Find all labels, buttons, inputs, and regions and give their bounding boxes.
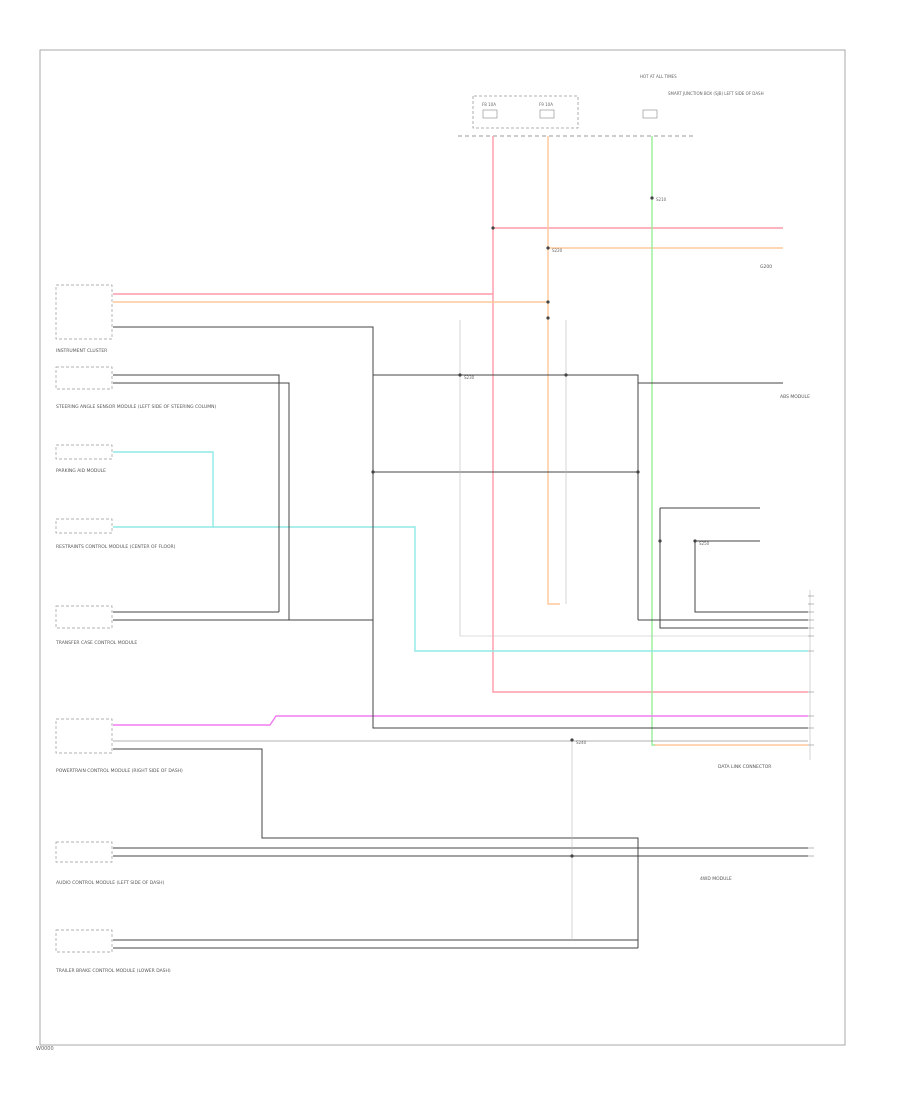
label-transmission-control-module: TRANSFER CASE CONTROL MODULE bbox=[55, 640, 137, 646]
instrument-cluster-box bbox=[55, 284, 113, 340]
label-steering-angle-sensor: STEERING ANGLE SENSOR MODULE (LEFT SIDE … bbox=[56, 404, 217, 410]
label-ground-g200: G200 bbox=[760, 264, 772, 270]
parking-aid-box bbox=[55, 444, 113, 460]
fuse-block-label: HOT AT ALL TIMES bbox=[640, 74, 677, 79]
powertrain-box bbox=[55, 718, 113, 754]
label-splice-s220: S220 bbox=[552, 248, 563, 253]
footer-code: W0000 bbox=[36, 1046, 54, 1052]
label-four-wd-module: 4WD MODULE bbox=[700, 876, 732, 882]
dark-wires bbox=[113, 326, 808, 949]
splice-dots bbox=[371, 196, 697, 858]
transfer-case-box bbox=[55, 605, 113, 629]
colored-wires bbox=[113, 136, 808, 746]
label-splice-s230: S230 bbox=[464, 375, 475, 380]
label-data-link-connector: DATA LINK CONNECTOR bbox=[718, 764, 771, 770]
gray-connectors bbox=[459, 320, 811, 940]
label-trailer-brake-module: TRAILER BRAKE CONTROL MODULE (LOWER DASH… bbox=[55, 968, 171, 974]
label-audio-control-module: AUDIO CONTROL MODULE (LEFT SIDE OF DASH) bbox=[56, 880, 164, 886]
label-instrument-cluster: INSTRUMENT CLUSTER bbox=[56, 348, 107, 354]
trailer-brake-box bbox=[55, 929, 113, 953]
diagram-frame bbox=[39, 49, 846, 1046]
audio-box bbox=[55, 841, 113, 863]
fuse-block: HOT AT ALL TIMES F8 10A F9 10A SMART JUN… bbox=[458, 74, 764, 137]
label-splice-s240: S240 bbox=[576, 740, 587, 745]
label-parking-aid-module: PARKING AID MODULE bbox=[56, 468, 106, 474]
splice-labels: S210 S220 S230 S240 S250 bbox=[464, 197, 710, 745]
fuse-b-label: F9 10A bbox=[539, 102, 553, 107]
right-connector-ticks bbox=[808, 595, 814, 857]
junction-note: SMART JUNCTION BOX (SJB) LEFT SIDE OF DA… bbox=[668, 91, 764, 96]
label-powertrain-control-module: POWERTRAIN CONTROL MODULE (RIGHT SIDE OF… bbox=[56, 768, 183, 774]
steering-angle-box bbox=[55, 366, 113, 390]
fuse-a-label: F8 10A bbox=[482, 102, 496, 107]
label-splice-s250: S250 bbox=[699, 541, 710, 546]
left-components bbox=[55, 284, 113, 953]
label-splice-s210: S210 bbox=[656, 197, 667, 202]
label-abs-module: ABS MODULE bbox=[780, 394, 810, 400]
restraints-box bbox=[55, 518, 113, 534]
component-labels: INSTRUMENT CLUSTER STEERING ANGLE SENSOR… bbox=[55, 264, 810, 974]
label-restraints-control-module: RESTRAINTS CONTROL MODULE (CENTER OF FLO… bbox=[56, 544, 176, 550]
